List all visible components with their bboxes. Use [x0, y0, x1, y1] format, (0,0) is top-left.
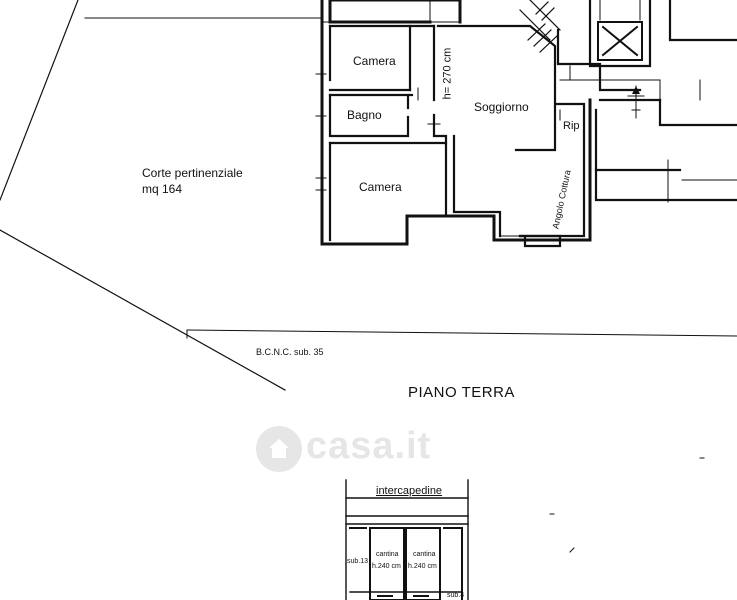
courtyard-boundary-top	[0, 0, 79, 201]
sub4-label: sub.4	[447, 592, 465, 599]
casa-logo-icon	[256, 426, 302, 472]
apartment-walls	[320, 0, 592, 246]
detail-lines	[321, 0, 737, 237]
watermark: casa.it	[306, 425, 432, 467]
sub13-label: sub.13	[347, 558, 369, 565]
intercapedine-label: intercapedine	[376, 485, 443, 497]
courtyard-boundary-bottom	[0, 229, 286, 391]
room-label-bagno: Bagno	[347, 108, 382, 122]
room-label-camera-bottom: Camera	[359, 180, 402, 194]
interior-walls	[328, 0, 737, 248]
cantina-1-height: h.240 cm	[372, 563, 401, 570]
cantina-2-label: cantina	[413, 551, 436, 558]
ceiling-height-label: h= 270 cm	[441, 47, 454, 100]
cantina-1-label: cantina	[376, 551, 399, 558]
courtyard-label: Corte pertinenziale	[142, 166, 243, 180]
cellar-walls	[345, 479, 469, 600]
room-label-rip: Rip	[563, 120, 580, 132]
floor-title: PIANO TERRA	[408, 384, 515, 401]
courtyard-area: mq 164	[142, 182, 183, 196]
room-label-soggiorno: Soggiorno	[474, 100, 529, 114]
margin-marks	[549, 457, 705, 553]
bcnc-label: B.C.N.C. sub. 35	[256, 347, 324, 357]
cantina-2-height: h.240 cm	[408, 563, 437, 570]
room-label-camera-top: Camera	[353, 54, 396, 68]
stairs	[519, 0, 561, 53]
elevator-shaft	[597, 21, 643, 61]
door-marks	[315, 73, 645, 191]
courtyard-base-line	[186, 329, 737, 337]
entrance-arrow	[632, 86, 640, 94]
